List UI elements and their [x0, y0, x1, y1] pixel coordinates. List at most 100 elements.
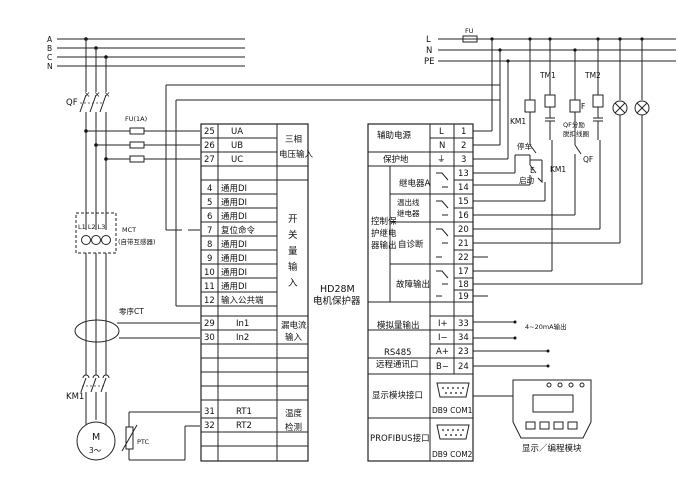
left-terminal-labels: 25 UA 26 UB 27 UC 4 通用DI 5 通用DI 6 通用DI 7…: [204, 127, 264, 431]
bus-label-b: B: [47, 44, 52, 53]
device-title: HD28M 电机保护器: [313, 284, 361, 307]
term-num: 12: [204, 296, 215, 306]
motor-phase: 3～: [89, 446, 102, 455]
term-sig: I+: [438, 319, 448, 329]
term-label: 通用DI: [221, 267, 247, 278]
term-num: 9: [207, 254, 212, 264]
com2-label: DB9 COM2: [432, 450, 473, 459]
relay-section: 器输出: [371, 240, 397, 251]
term-num: 6: [207, 212, 212, 222]
relay-a-label: 继电器A: [399, 178, 431, 189]
relay-section: 护继电: [371, 228, 397, 239]
term-num: 1: [461, 127, 466, 137]
term-num: 13: [458, 169, 469, 179]
selfdiag-label: 自诊断: [398, 239, 424, 250]
relay-out-label: 继电器: [397, 208, 420, 218]
three-phase-bus: A B C N: [47, 35, 245, 71]
term-num: 32: [204, 421, 215, 431]
term-label: In1: [236, 319, 249, 329]
term-label: UA: [231, 127, 243, 137]
device-name: 电机保护器: [313, 295, 361, 307]
qf-aux-label: 脱扣线圈: [563, 129, 589, 138]
analog-label: 模拟量输出: [377, 320, 420, 331]
term-num: 17: [458, 267, 469, 277]
motor-m: M: [92, 432, 100, 443]
term-num: 31: [204, 407, 215, 417]
term-label: 输入公共端: [221, 295, 264, 306]
fu1a-label: FU(1A): [125, 115, 147, 123]
display-module: 显示／编程模块: [512, 379, 592, 454]
leak-group: 输入: [285, 332, 303, 343]
term-num: 26: [204, 141, 215, 151]
term-num: 7: [207, 226, 212, 236]
svg-text:×: ×: [94, 90, 100, 99]
term-num: 20: [458, 225, 469, 235]
switch-group: 量: [288, 246, 298, 257]
qf-contact-label: QF: [583, 155, 593, 164]
temp-group: 温度: [285, 408, 303, 419]
bus-label-n2: N: [426, 46, 432, 56]
bus-label-l: L: [426, 35, 431, 45]
term-num: 27: [204, 155, 215, 165]
term-label: 通用DI: [221, 197, 247, 208]
tm1-label: TM1: [539, 71, 556, 80]
svg-text:×: ×: [84, 90, 90, 99]
term-num: 23: [458, 347, 469, 357]
leak-group: 漏电流: [281, 320, 307, 331]
term-label: UC: [231, 155, 243, 165]
term-num: 30: [204, 333, 215, 343]
device-model: HD28M: [320, 284, 355, 295]
f-label: F: [581, 102, 585, 111]
temp-group: 检测: [285, 422, 302, 433]
term-num: 29: [204, 319, 215, 329]
fault-out-label: 故障输出: [396, 279, 430, 290]
term-num: 15: [458, 197, 469, 207]
single-phase-bus: L N PE FU: [424, 27, 676, 67]
term-label: In2: [236, 333, 249, 343]
tm2-label: TM2: [584, 71, 601, 80]
supply-drops: [473, 37, 510, 160]
mct-note: (自带互感器): [118, 237, 156, 246]
term-label: 通用DI: [221, 211, 247, 222]
rs485-label: 远程通讯口: [376, 359, 419, 370]
output-wiring: 4~20mA输出: [473, 320, 567, 368]
term-num: 8: [207, 240, 212, 250]
qf-aux-label: QF分励: [563, 120, 585, 129]
aux-power-label: 辅助电源: [377, 130, 412, 141]
relay-section: 控制保: [371, 216, 397, 227]
com1-label: DB9 COM1: [432, 406, 473, 415]
term-num: 5: [207, 198, 212, 208]
svg-text:×: ×: [104, 90, 110, 99]
mct-label: MCT: [122, 226, 136, 234]
km1-label: KM1: [66, 392, 84, 402]
term-num: 18: [458, 280, 469, 290]
relay-out-label: 温出线: [397, 197, 420, 207]
term-label: UB: [231, 141, 243, 151]
display-port-label: 显示模块接口: [372, 390, 423, 401]
bus-label-c: C: [47, 53, 52, 62]
control-circuit: TM1 TM2 KM1 F QF分励 脱扣线圈 停车 启动 E KM1 QF: [473, 37, 650, 297]
term-label: 复位命令: [221, 225, 256, 236]
fu-label: FU: [465, 27, 474, 35]
term-num: 4: [207, 184, 212, 194]
term-num: 16: [458, 211, 469, 221]
term-num: 21: [458, 239, 469, 249]
relay-contacts: [436, 172, 449, 297]
km1-aux-label: KM1: [550, 165, 566, 174]
zero-ct: 零序CT: [74, 306, 200, 343]
voltage-taps: FU(1A): [84, 115, 200, 163]
switch-group: 关: [288, 229, 298, 241]
bus-label-pe: PE: [424, 57, 435, 67]
db9-connectors: [436, 382, 513, 440]
display-module-label: 显示／编程模块: [522, 443, 582, 454]
term-label: 通用DI: [221, 281, 247, 292]
term-sig: L: [439, 127, 444, 137]
term-sig: I−: [438, 333, 448, 343]
term-sig: A+: [436, 347, 449, 357]
motor: M 3～ PTC: [76, 411, 200, 461]
start-label: 启动: [519, 175, 534, 185]
term-sig: ⏚: [437, 155, 446, 165]
left-group-labels: 三相 电压输入 开 关 量 输 入 漏电流 输入 温度 检测: [279, 134, 314, 433]
